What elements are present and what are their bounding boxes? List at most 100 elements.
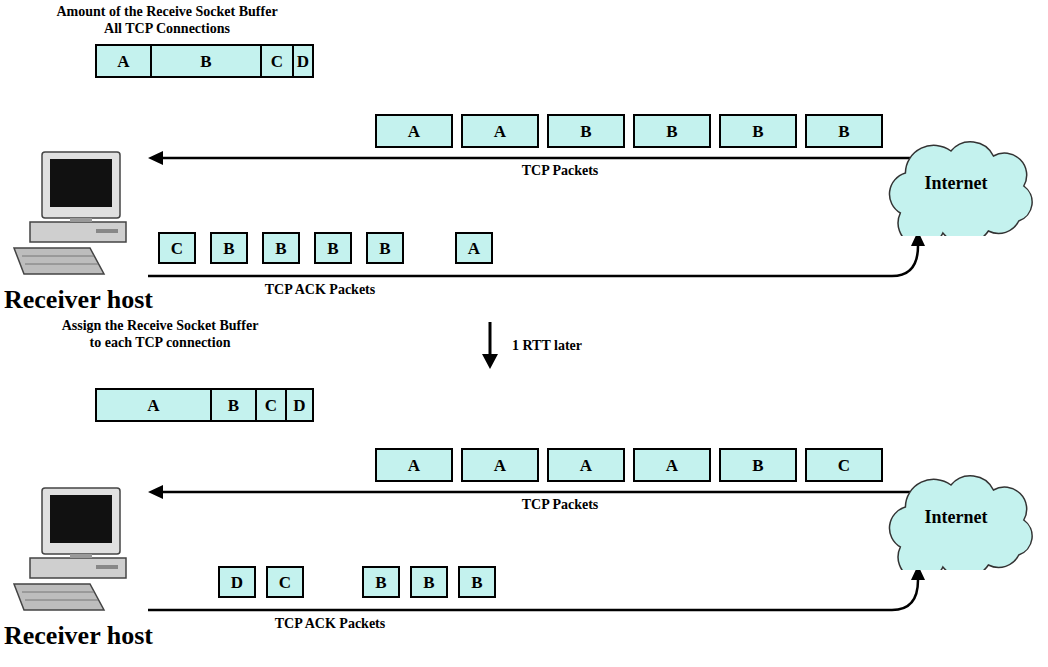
- ack-packet: B: [362, 566, 400, 598]
- arrow-line: [148, 580, 918, 610]
- buffer-segment: C: [260, 44, 294, 78]
- ack-packet: B: [314, 232, 352, 264]
- segment-letter: A: [468, 240, 480, 257]
- cloud-label: Internet: [925, 174, 988, 192]
- monitor: [42, 152, 120, 218]
- ack-packet: D: [218, 566, 256, 598]
- ack-packet: C: [158, 232, 196, 264]
- monitor-stand: [70, 218, 92, 222]
- arrow-head: [148, 485, 163, 499]
- tcp-packet: A: [547, 448, 625, 482]
- buffer-segment: D: [292, 44, 314, 78]
- ack-packet: B: [210, 232, 248, 264]
- key-row: [22, 256, 94, 257]
- packet-arrow: [148, 485, 910, 499]
- tcp-packet: B: [547, 114, 625, 148]
- arrow-label: TCP ACK Packets: [240, 282, 400, 299]
- segment-letter: B: [223, 240, 234, 257]
- segment-letter: A: [580, 457, 592, 474]
- ack-packet: B: [366, 232, 404, 264]
- segment-letter: B: [423, 574, 434, 591]
- segment-letter: B: [838, 123, 849, 140]
- host-label: Receiver host: [4, 284, 224, 315]
- buffer-segment: B: [150, 44, 262, 78]
- ack-packet: B: [458, 566, 496, 598]
- packet-arrow: [148, 151, 910, 165]
- buffer-segment: A: [95, 388, 212, 422]
- segment-letter: B: [228, 397, 239, 414]
- segment-letter: B: [666, 123, 677, 140]
- segment-letter: B: [580, 123, 591, 140]
- segment-letter: A: [147, 397, 159, 414]
- segment-letter: B: [275, 240, 286, 257]
- key-row: [25, 264, 98, 265]
- segment-letter: C: [171, 240, 183, 257]
- keyboard: [14, 248, 104, 274]
- segment-letter: B: [200, 53, 211, 70]
- tcp-packet: B: [719, 448, 797, 482]
- computer-icon: [14, 152, 126, 274]
- segment-letter: A: [494, 123, 506, 140]
- segment-letter: B: [471, 574, 482, 591]
- ack-packet: A: [455, 232, 493, 264]
- segment-letter: C: [279, 574, 291, 591]
- segment-letter: A: [117, 53, 129, 70]
- monitor-screen: [50, 159, 112, 207]
- segment-letter: D: [231, 574, 243, 591]
- segment-letter: B: [375, 574, 386, 591]
- segment-letter: D: [297, 53, 309, 70]
- segment-letter: B: [752, 123, 763, 140]
- internet-cloud: Internet: [870, 452, 1042, 570]
- segment-letter: A: [408, 123, 420, 140]
- tcp-packet: B: [719, 114, 797, 148]
- cloud-label: Internet: [925, 508, 988, 526]
- segment-letter: A: [666, 457, 678, 474]
- tcp-packet: A: [375, 114, 453, 148]
- ack-packet: C: [266, 566, 304, 598]
- monitor-stand: [70, 554, 92, 558]
- drive-slot: [96, 229, 118, 233]
- time-label: 1 RTT later: [512, 338, 632, 355]
- segment-letter: D: [293, 397, 305, 414]
- arrow-line: [160, 491, 910, 494]
- ack-arrow: [148, 565, 925, 610]
- desktop-case: [30, 222, 126, 242]
- arrow-label: TCP Packets: [480, 497, 640, 514]
- cloud-shape: [889, 476, 1032, 570]
- step-note: Assign the Receive Socket Buffer to each…: [58, 318, 262, 352]
- segment-letter: C: [271, 53, 283, 70]
- monitor-screen: [50, 495, 112, 543]
- segment-letter: B: [752, 457, 763, 474]
- arrow-label: TCP ACK Packets: [250, 616, 410, 633]
- key-row: [25, 600, 98, 601]
- segment-letter: C: [838, 457, 850, 474]
- tcp-packet: B: [805, 114, 883, 148]
- tcp-packet: A: [461, 448, 539, 482]
- buffer-segment: C: [255, 388, 287, 422]
- ack-packet: B: [262, 232, 300, 264]
- arrow-head: [148, 151, 163, 165]
- computer-icon: [14, 488, 126, 610]
- desktop-case: [30, 558, 126, 578]
- ack-arrow: [148, 231, 925, 276]
- arrow-line: [489, 322, 492, 356]
- tcp-packet: A: [375, 448, 453, 482]
- buffer-segment: A: [95, 44, 152, 78]
- drive-slot: [96, 565, 118, 569]
- monitor: [42, 488, 120, 554]
- segment-letter: C: [265, 397, 277, 414]
- keyboard: [14, 584, 104, 610]
- ack-packet: B: [410, 566, 448, 598]
- tcp-packet: C: [805, 448, 883, 482]
- buffer-heading: Amount of the Receive Socket Buffer All …: [51, 4, 283, 38]
- segment-letter: B: [379, 240, 390, 257]
- segment-letter: B: [327, 240, 338, 257]
- host-label: Receiver host: [4, 620, 224, 651]
- arrow-head: [482, 354, 498, 369]
- key-row: [22, 592, 94, 593]
- buffer-segment: B: [210, 388, 257, 422]
- arrow-label: TCP Packets: [480, 163, 640, 180]
- internet-cloud: Internet: [870, 118, 1042, 236]
- segment-letter: A: [408, 457, 420, 474]
